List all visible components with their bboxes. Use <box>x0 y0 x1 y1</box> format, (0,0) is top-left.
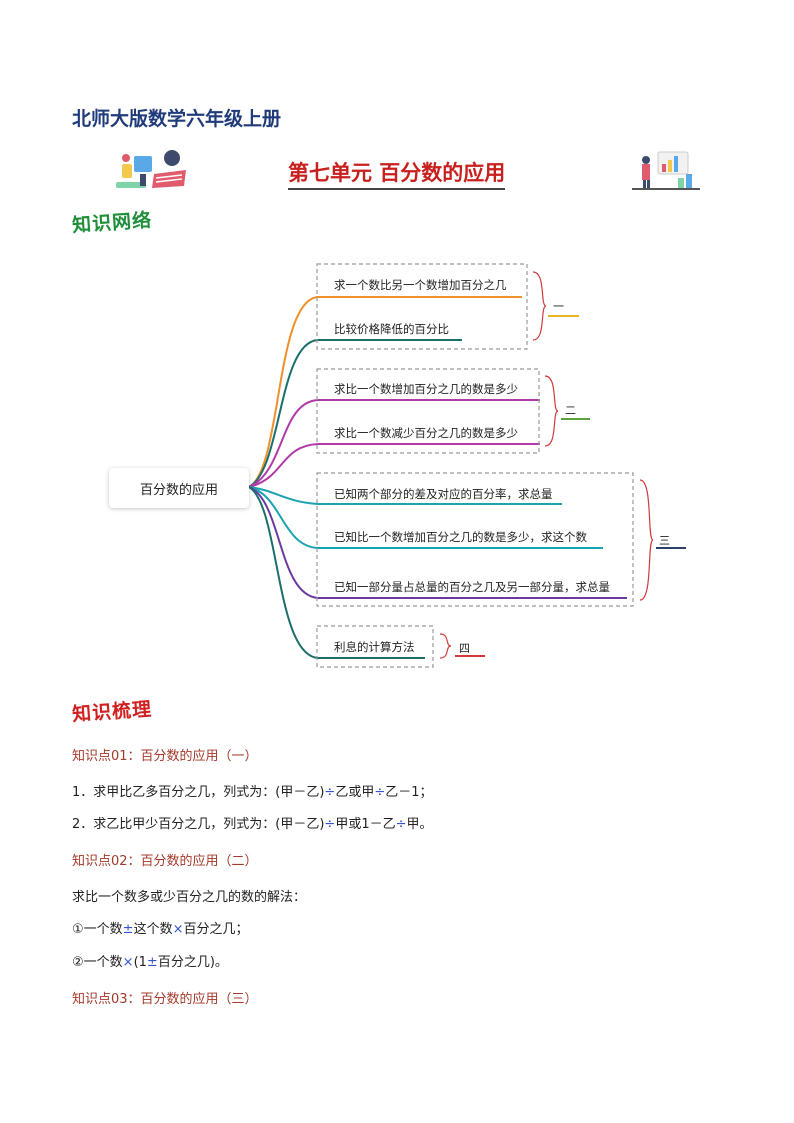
group-label: 一 <box>553 300 564 313</box>
mind-map-item: 求比一个数增加百分之几的数是多少 <box>334 382 518 396</box>
text-segment: ②一个数 <box>72 955 123 970</box>
chart-person-illustration-icon <box>628 148 704 192</box>
knowledge-review-heading: 知识梳理 <box>71 698 153 726</box>
presentation-illustration-icon <box>112 148 188 192</box>
kp2-intro: 求比一个数多或少百分之几的数的解法： <box>72 890 307 905</box>
mind-map-item: 已知一部分量占总量的百分之几及另一部分量，求总量 <box>334 580 610 594</box>
kp2-title: 知识点02：百分数的应用（二） <box>72 854 258 869</box>
group-label: 二 <box>565 404 576 417</box>
operator: ÷ <box>324 817 336 832</box>
kp2-method2: ②一个数×(1±百分之几)。 <box>72 951 228 970</box>
group-label: 三 <box>659 534 670 547</box>
kp3-title: 知识点03：百分数的应用（三） <box>72 992 258 1007</box>
operator: ÷ <box>374 785 386 800</box>
kp1-line2: 2．求乙比甲少百分之几，列式为：(甲－乙)÷甲或1－乙÷甲。 <box>72 813 433 832</box>
mind-map-item: 比较价格降低的百分比 <box>334 322 449 336</box>
mind-map-item: 求一个数比另一个数增加百分之几 <box>334 278 507 292</box>
text-segment: 甲。 <box>406 817 433 832</box>
text-segment: 1．求甲比乙多百分之几，列式为：(甲－乙) <box>72 785 325 800</box>
operator: × <box>172 922 184 937</box>
kp1-line1: 1．求甲比乙多百分之几，列式为：(甲－乙)÷乙或甲÷乙－1； <box>72 781 433 800</box>
operator: × <box>122 955 134 970</box>
text-segment: ①一个数 <box>72 922 123 937</box>
text-segment: 2．求乙比甲少百分之几，列式为：(甲－乙) <box>72 817 325 832</box>
operator: ÷ <box>324 785 336 800</box>
book-title: 北师大版数学六年级上册 <box>72 108 282 130</box>
mind-map-item: 已知两个部分的差及对应的百分率，求总量 <box>334 487 553 501</box>
mind-map-item: 已知比一个数增加百分之几的数是多少，求这个数 <box>334 530 587 544</box>
text-segment: 乙－1； <box>385 785 433 800</box>
operator: ± <box>146 955 158 970</box>
operator: ÷ <box>395 817 407 832</box>
group-label: 四 <box>459 642 470 655</box>
text-segment: 百分之几； <box>183 922 249 937</box>
operator: ± <box>122 922 134 937</box>
text-segment: (1 <box>133 955 147 970</box>
mind-map-root-label: 百分数的应用 <box>139 482 218 498</box>
text-segment: 百分之几)。 <box>157 955 228 970</box>
mind-map-root: 百分数的应用 <box>109 468 249 508</box>
unit-title: 第七单元 百分数的应用 <box>288 157 506 190</box>
kp1-title: 知识点01：百分数的应用（一） <box>72 749 258 764</box>
kp2-method1: ①一个数±这个数×百分之几； <box>72 918 249 937</box>
text-segment: 甲或1－乙 <box>335 817 396 832</box>
text-segment: 乙或甲 <box>335 785 375 800</box>
mind-map-item: 求比一个数减少百分之几的数是多少 <box>334 426 518 440</box>
text-segment: 这个数 <box>133 922 173 937</box>
mind-map-item: 利息的计算方法 <box>334 640 415 654</box>
